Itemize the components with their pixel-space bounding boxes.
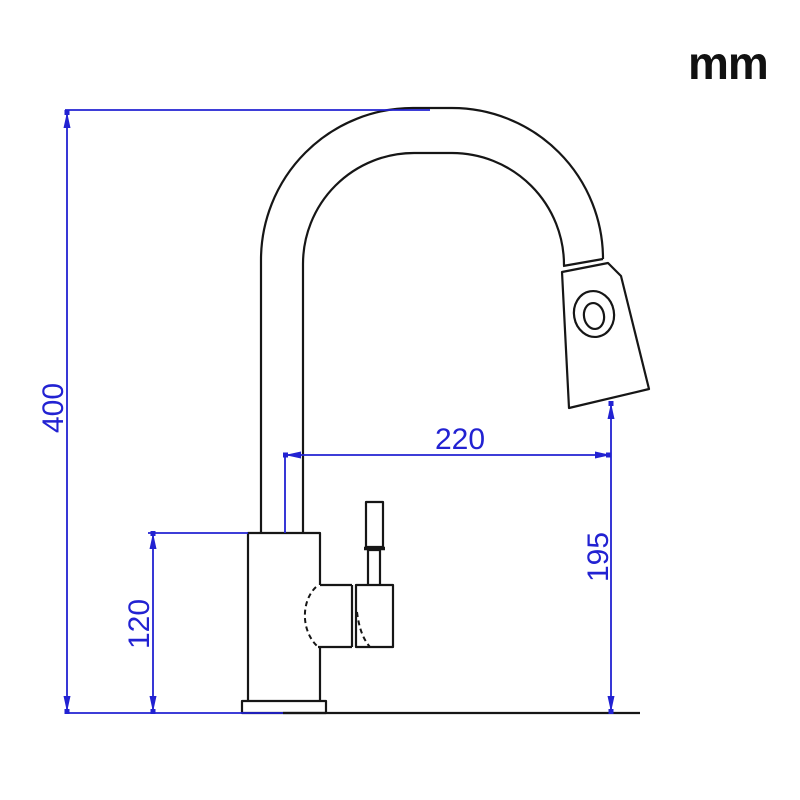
valve-section [318, 583, 354, 649]
arrow-tick-icon [64, 709, 70, 714]
dim-label-195: 195 [582, 532, 615, 582]
arrowhead-up-icon [63, 112, 71, 128]
handle-stem [366, 548, 382, 585]
arrow-tick-icon [64, 110, 70, 115]
arrowhead-down-icon [149, 696, 157, 712]
spray-nozzle-outer-ring [572, 289, 616, 339]
arrow-tick-icon [283, 452, 288, 458]
arrowhead-right-icon [595, 451, 611, 459]
arrowhead-up-icon [607, 403, 615, 419]
arrowhead-down-icon [607, 696, 615, 712]
arrow-tick-icon [150, 531, 156, 536]
arrow-tick-icon [608, 401, 614, 406]
spout-outer-curve [259, 106, 605, 533]
unit-label: mm [688, 37, 768, 89]
arrow-tick-icon [606, 452, 611, 458]
arrowhead-up-icon [149, 533, 157, 549]
handle-lever [364, 500, 385, 549]
faucet-body [246, 531, 322, 701]
arrowhead-down-icon [63, 696, 71, 712]
spray-head-outline [560, 261, 651, 410]
dim-label-220: 220 [435, 423, 485, 456]
dimension-body-height: 120 [123, 531, 157, 714]
arrowhead-left-icon [285, 451, 301, 459]
arrow-tick-icon [150, 709, 156, 714]
handle-base-block [354, 583, 395, 649]
spout-end-joint [562, 257, 604, 268]
valve-ball-hidden-edge [303, 586, 318, 647]
dim-label-120: 120 [123, 599, 156, 649]
dimension-total-height: 400 [37, 110, 71, 714]
spray-nozzle-inner-ring [582, 301, 606, 331]
base-flange [240, 699, 328, 715]
dim-label-400: 400 [37, 383, 70, 433]
dimension-outlet-clearance: 195 [582, 401, 615, 714]
dimension-annotations: 400 120 220 [37, 109, 615, 714]
faucet-outline [240, 106, 651, 715]
dimension-spout-reach: 220 [283, 423, 611, 459]
spout-inner-curve [301, 151, 566, 533]
valve-ball-hidden-edge-inner [356, 611, 371, 648]
arrow-tick-icon [608, 709, 614, 714]
